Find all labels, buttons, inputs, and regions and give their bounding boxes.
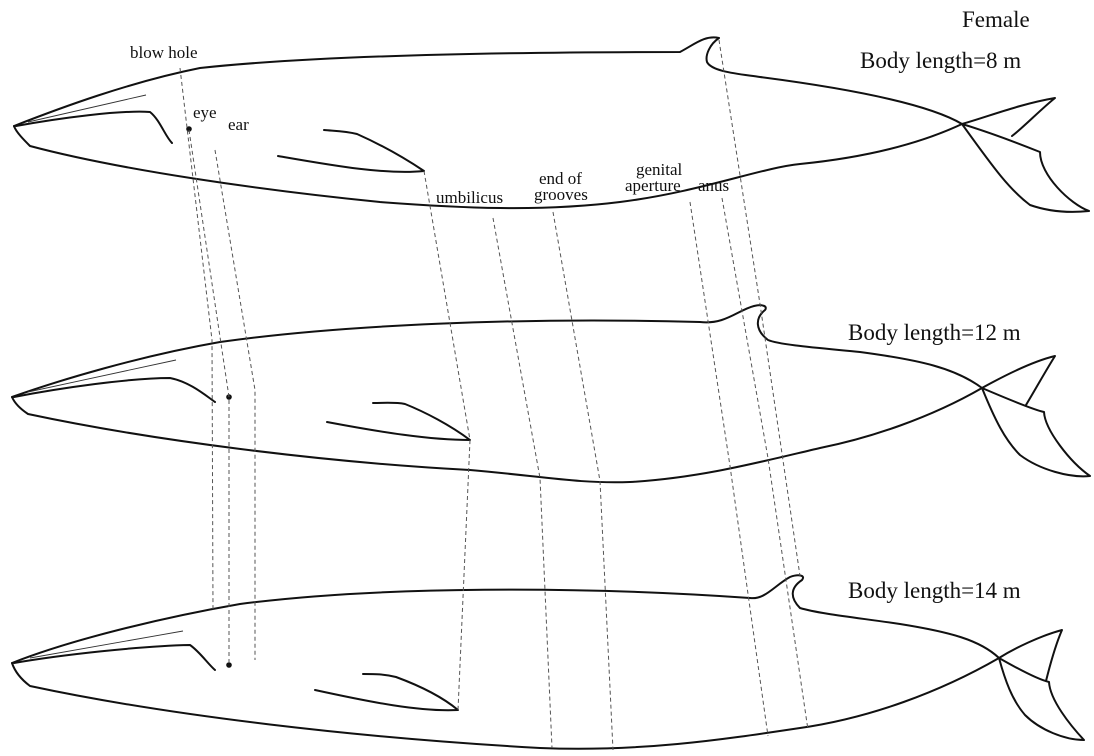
whale-12m-lower-outline bbox=[12, 388, 1090, 482]
guide-umbilicus bbox=[493, 218, 552, 748]
label-anus: anus bbox=[698, 176, 729, 195]
label-genital-line2: aperture bbox=[625, 176, 681, 195]
label-blow-hole: blow hole bbox=[130, 43, 198, 62]
whale-12m-rostrum-line bbox=[28, 360, 176, 392]
whale-12m-flipper bbox=[327, 403, 470, 440]
guide-ear bbox=[215, 150, 255, 660]
label-end-of-grooves-line2: grooves bbox=[534, 185, 588, 204]
whale-14m-lower-outline bbox=[12, 658, 1084, 749]
whale-14m-flipper bbox=[315, 674, 458, 710]
guide-anus bbox=[722, 198, 808, 730]
label-umbilicus: umbilicus bbox=[436, 188, 503, 207]
whale-14m-mouth bbox=[14, 645, 215, 670]
landmark-guides bbox=[180, 40, 808, 750]
body-length-label-12m: Body length=12 m bbox=[848, 320, 1021, 345]
label-ear: ear bbox=[228, 115, 249, 134]
whale-12m-mouth bbox=[14, 378, 215, 402]
whale-14m-rostrum-line bbox=[30, 631, 183, 658]
label-eye: eye bbox=[193, 103, 217, 122]
whale-14m-eye bbox=[226, 662, 232, 668]
sex-label: Female bbox=[962, 7, 1030, 32]
whale-8m-flipper bbox=[278, 130, 424, 172]
guide-dorsal-fin bbox=[719, 40, 800, 576]
body-length-label-14m: Body length=14 m bbox=[848, 578, 1021, 603]
body-length-label-8m: Body length=8 m bbox=[860, 48, 1021, 73]
guide-blow-hole bbox=[180, 68, 213, 612]
